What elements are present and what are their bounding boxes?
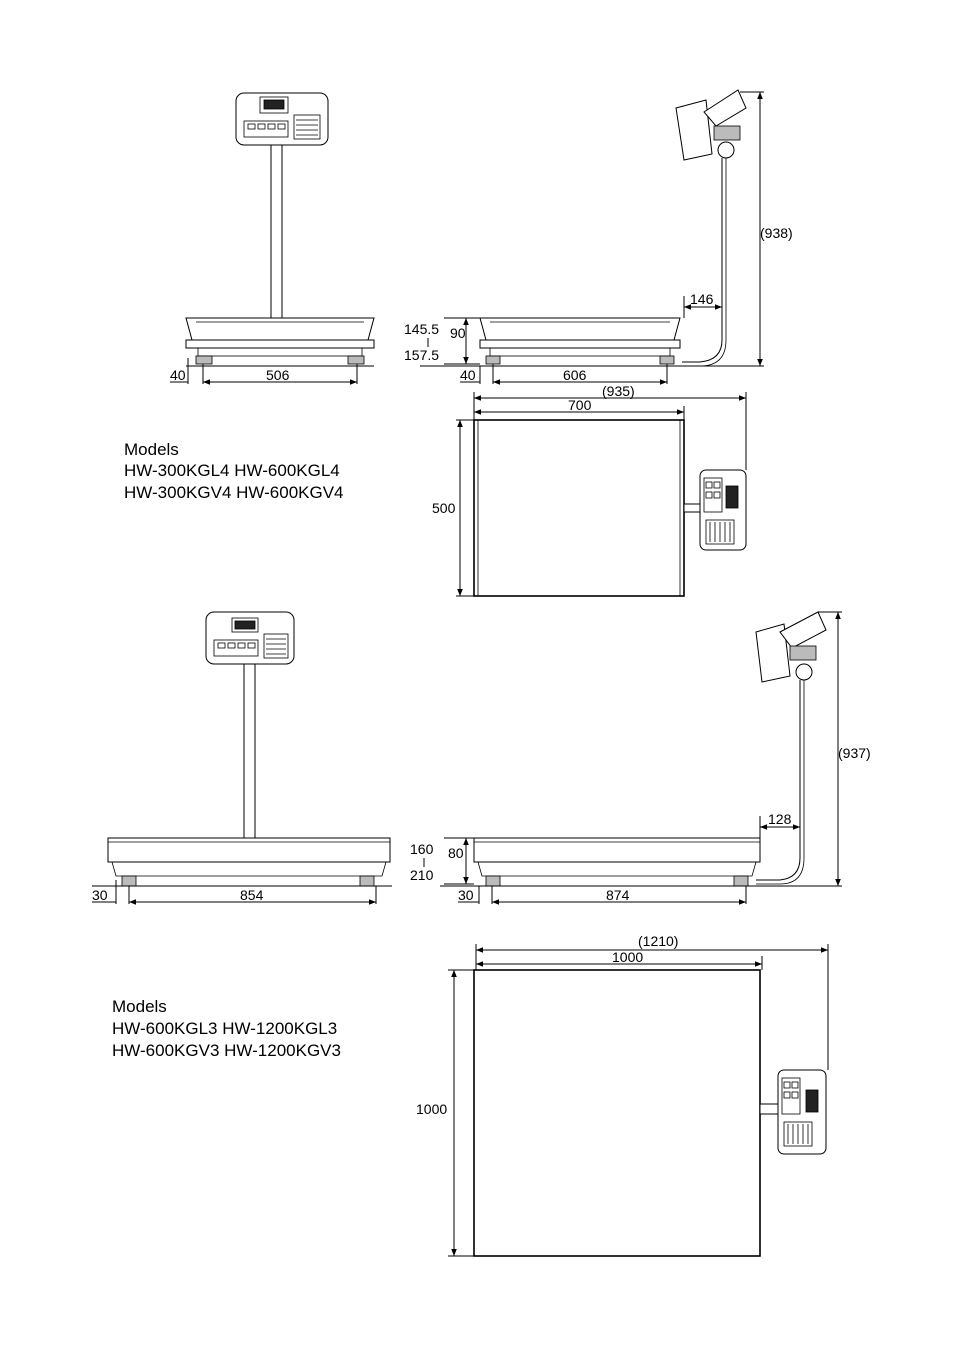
group2-top-view: (1210) 1000 1000 — [416, 933, 828, 1256]
group1-side-dim-h-lo: 145.5 — [404, 321, 439, 337]
group1-top-view: (935) 700 500 — [432, 383, 746, 596]
group2-side-dim-height: (937) — [838, 745, 871, 761]
group1-side-dim-offset: 146 — [690, 291, 714, 307]
indicator-side-icon — [676, 90, 746, 160]
group1-side-dim-left: 40 — [460, 367, 476, 383]
group2-side-dim-left: 30 — [458, 887, 474, 903]
group1-front-dim-width: 506 — [266, 367, 290, 383]
group2-side-dim-h-lo: 160 — [410, 841, 434, 857]
group1-side-view: (938) 146 145.5 157.5 90 40 606 — [404, 90, 793, 384]
group2-top-dim-width: 1000 — [612, 949, 643, 965]
group2-models: Models HW-600KGL3 HW-1200KGL3 HW-600KGV3… — [112, 997, 341, 1060]
group2-front-dim-width: 854 — [240, 887, 264, 903]
group1-side-dim-width: 606 — [563, 367, 587, 383]
group2-front-dim-left: 30 — [92, 887, 108, 903]
group2-front-view: 30 854 — [92, 612, 392, 904]
indicator-top-icon-2 — [778, 1070, 826, 1154]
group1-top-dim-depth: 500 — [432, 500, 456, 516]
group1-side-dim-height: (938) — [760, 225, 793, 241]
group1-top-dim-total: (935) — [602, 383, 635, 399]
group1-front-view: 40 506 — [170, 93, 374, 384]
group1-models-line2: HW-300KGV4 HW-600KGV4 — [124, 483, 344, 502]
group1-top-dim-width: 700 — [568, 397, 592, 413]
indicator-front-icon — [236, 93, 328, 145]
group1-models-line1: HW-300KGL4 HW-600KGL4 — [124, 461, 340, 480]
group2-side-dim-h-hi: 210 — [410, 867, 434, 883]
indicator-front-icon-2 — [206, 612, 294, 664]
group2-side-dim-width: 874 — [606, 887, 630, 903]
group1-models-heading: Models — [124, 440, 179, 459]
indicator-top-icon — [700, 470, 746, 550]
group1-side-dim-base: 90 — [450, 325, 466, 341]
group1-models: Models HW-300KGL4 HW-600KGL4 HW-300KGV4 … — [124, 440, 344, 502]
group2-side-dim-base: 80 — [448, 845, 464, 861]
group2-top-dim-total: (1210) — [638, 933, 678, 949]
group1-front-dim-left: 40 — [170, 367, 186, 383]
group2-side-view: (937) 128 160 210 80 30 874 — [410, 612, 871, 904]
group2-models-line2: HW-600KGV3 HW-1200KGV3 — [112, 1041, 341, 1060]
indicator-side-icon-2 — [756, 612, 826, 682]
group2-side-dim-offset: 128 — [768, 811, 792, 827]
group2-models-line1: HW-600KGL3 HW-1200KGL3 — [112, 1019, 337, 1038]
group1-side-dim-h-hi: 157.5 — [404, 347, 439, 363]
group2-models-heading: Models — [112, 997, 167, 1016]
group2-top-dim-depth: 1000 — [416, 1101, 447, 1117]
